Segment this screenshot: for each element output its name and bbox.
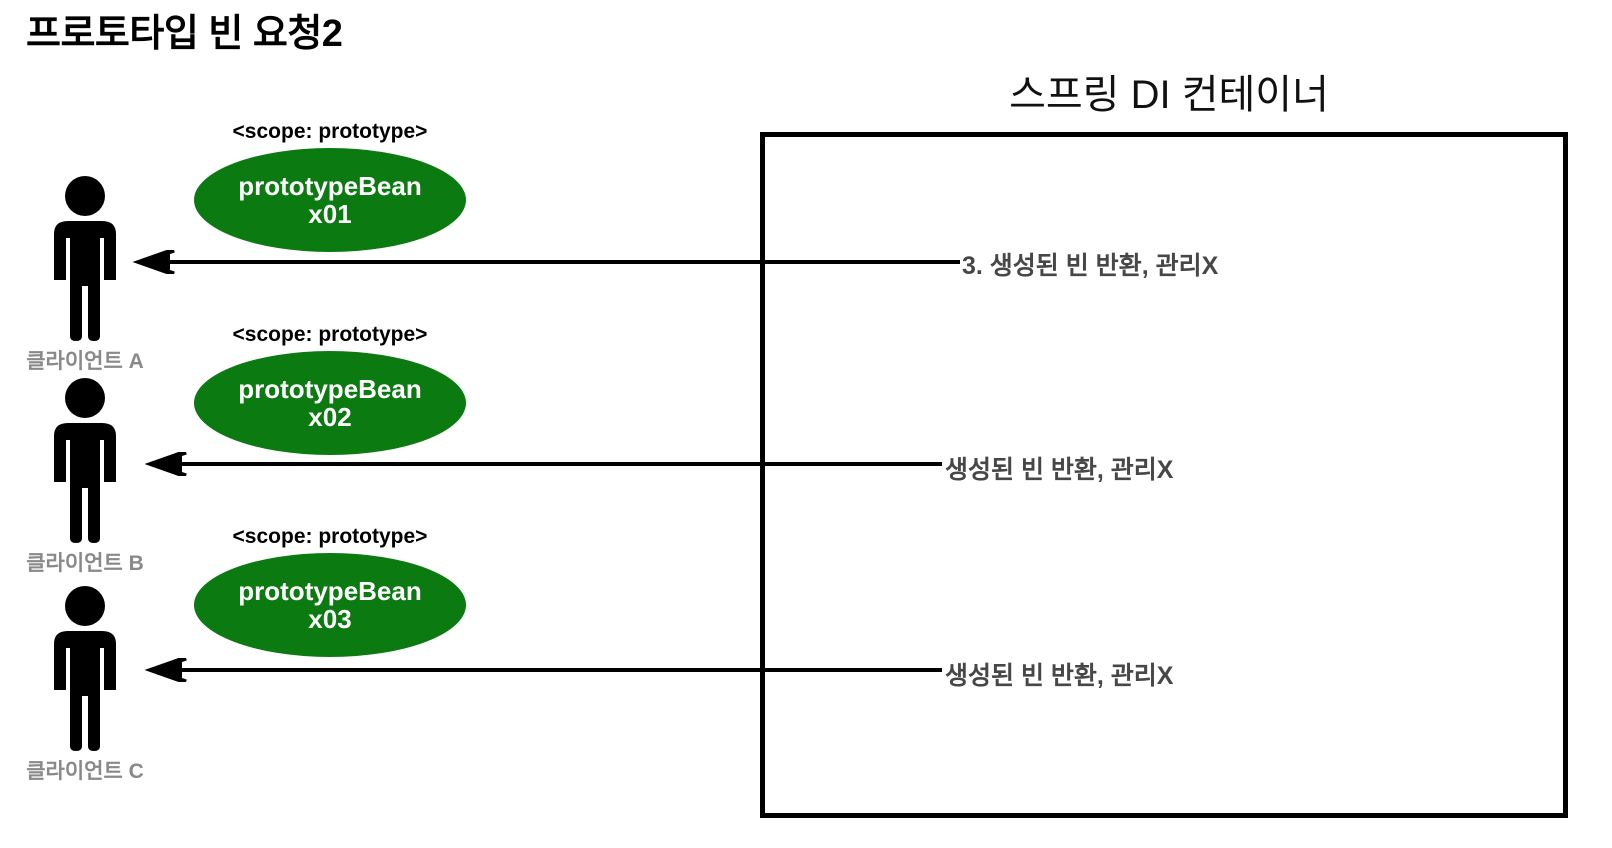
bean-scope-label-2: <scope: prototype>: [232, 323, 428, 346]
client-a-label: 클라이언트 A: [26, 350, 144, 373]
person-icon: [54, 176, 116, 341]
bean-name-2: prototypeBean: [238, 373, 422, 404]
bean-ellipse-2: prototypeBean x02: [194, 351, 466, 455]
bean-instance-1: x01: [308, 199, 352, 229]
bean-ellipse-1: prototypeBean x01: [194, 148, 466, 252]
bean-instance-3: x03: [308, 604, 352, 634]
client-c: 클라이언트 C: [20, 586, 150, 785]
bean-name-1: prototypeBean: [238, 170, 422, 201]
di-container-title: 스프링 DI 컨테이너: [1009, 73, 1329, 117]
return-arrow-1: [130, 250, 960, 274]
client-c-label: 클라이언트 C: [26, 760, 144, 783]
return-arrow-label-3: 생성된 빈 반환, 관리X: [945, 662, 1174, 690]
bean-group-1: <scope: prototype> prototypeBean x01: [180, 120, 480, 252]
return-arrow-label-2: 생성된 빈 반환, 관리X: [945, 456, 1174, 484]
bean-instance-2: x02: [308, 402, 352, 432]
return-arrow-3: [142, 658, 942, 682]
client-a: 클라이언트 A: [20, 176, 150, 375]
person-icon: [54, 378, 116, 543]
bean-ellipse-3: prototypeBean x03: [194, 553, 466, 657]
person-icon: [54, 586, 116, 751]
bean-name-3: prototypeBean: [238, 575, 422, 606]
bean-group-2: <scope: prototype> prototypeBean x02: [180, 323, 480, 455]
bean-scope-label-3: <scope: prototype>: [232, 525, 428, 548]
bean-scope-label-1: <scope: prototype>: [232, 120, 428, 143]
client-b-label: 클라이언트 B: [26, 552, 144, 575]
arrow-left-icon: [144, 658, 942, 682]
page-title: 프로토타입 빈 요청2: [26, 13, 343, 55]
client-b: 클라이언트 B: [20, 378, 150, 577]
return-arrow-label-1: 3. 생성된 빈 반환, 관리X: [962, 252, 1219, 280]
bean-group-3: <scope: prototype> prototypeBean x03: [180, 525, 480, 657]
arrow-left-icon: [144, 452, 942, 476]
arrow-left-icon: [132, 250, 960, 274]
di-container-box: [760, 132, 1568, 818]
return-arrow-2: [142, 452, 942, 476]
